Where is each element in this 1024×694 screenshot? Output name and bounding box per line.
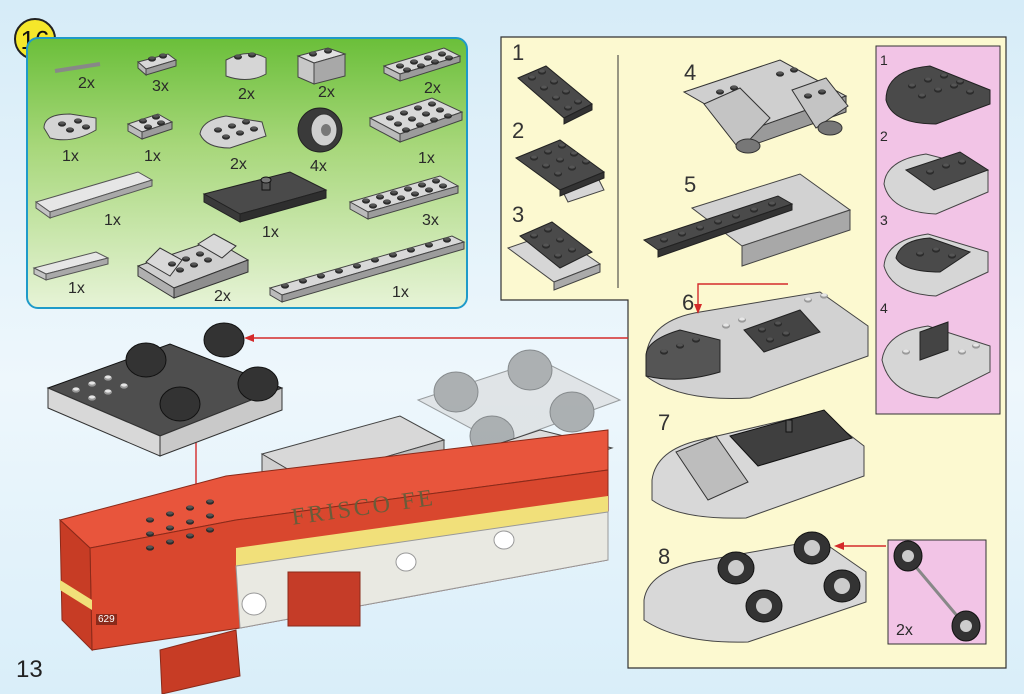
brick-1x2 xyxy=(296,47,347,85)
plate-2x6 xyxy=(348,175,460,220)
pink-step-number: 2 xyxy=(880,128,888,144)
qty-label: 1x xyxy=(392,284,409,301)
pink-step-2-assembly xyxy=(883,151,990,215)
bogie-piece xyxy=(136,233,250,299)
loco-number: 629 xyxy=(96,614,117,625)
step-7-assembly xyxy=(651,409,865,519)
plate-2x2 xyxy=(126,113,174,140)
substep-number: 3 xyxy=(512,202,525,227)
qty-label: 3x xyxy=(152,78,169,95)
round-plate-2x3 xyxy=(199,115,267,149)
plate-2x4 xyxy=(382,47,462,82)
step-number: 7 xyxy=(658,410,671,435)
bar-part xyxy=(54,62,101,73)
plate-1x10 xyxy=(268,235,466,303)
qty-label: 2x xyxy=(424,80,441,97)
substep-3-assembly xyxy=(506,221,602,291)
qty-label: 3x xyxy=(422,212,439,229)
pink-step-1-assembly xyxy=(885,65,991,125)
qty-label: 1x xyxy=(62,148,79,165)
step-number: 8 xyxy=(658,544,671,569)
round-plate xyxy=(43,113,97,141)
qty-label: 2x xyxy=(238,86,255,103)
round-brick xyxy=(225,52,267,80)
qty-label: 1x xyxy=(68,280,85,297)
pink-step-4-assembly xyxy=(881,321,991,399)
plate-dark-large xyxy=(202,171,328,223)
loco-body xyxy=(58,429,609,694)
step-4-assembly xyxy=(682,59,849,154)
substep-number: 1 xyxy=(512,40,525,65)
qty-label: 1x xyxy=(104,212,121,229)
qty-label: 1x xyxy=(418,150,435,167)
qty-label: 2x xyxy=(318,84,335,101)
qty-label: 2x xyxy=(78,75,95,92)
pink-step-number: 1 xyxy=(880,52,888,68)
wheel-qty-label: 2x xyxy=(896,622,913,639)
qty-label: 2x xyxy=(230,156,247,173)
substep-number: 2 xyxy=(512,118,525,143)
pink-step-number: 3 xyxy=(880,212,888,228)
step-6-assembly xyxy=(645,291,869,399)
page-number: 13 xyxy=(16,656,43,683)
pink-step-3-assembly xyxy=(883,233,989,297)
tile-long xyxy=(34,171,154,219)
step-number: 6 xyxy=(682,290,695,315)
qty-label: 1x xyxy=(262,224,279,241)
step-number: 5 xyxy=(684,172,697,197)
step-5-assembly xyxy=(642,173,852,267)
front-bogie-detached xyxy=(46,322,284,457)
pink-step-number: 4 xyxy=(880,300,888,316)
tile-small xyxy=(32,251,110,281)
step-number: 4 xyxy=(684,60,697,85)
qty-label: 1x xyxy=(144,148,161,165)
substep-1-plate xyxy=(517,65,593,125)
step-8-assembly xyxy=(643,531,867,643)
wheel xyxy=(297,107,343,153)
wheel-axle-part xyxy=(893,540,981,642)
substep-2-plate xyxy=(514,139,606,203)
qty-label: 2x xyxy=(214,288,231,305)
plate-1x2 xyxy=(136,53,178,77)
rear-bogie-on-loco xyxy=(416,349,622,457)
qty-label: 4x xyxy=(310,158,327,175)
plate-3x4 xyxy=(368,97,464,143)
